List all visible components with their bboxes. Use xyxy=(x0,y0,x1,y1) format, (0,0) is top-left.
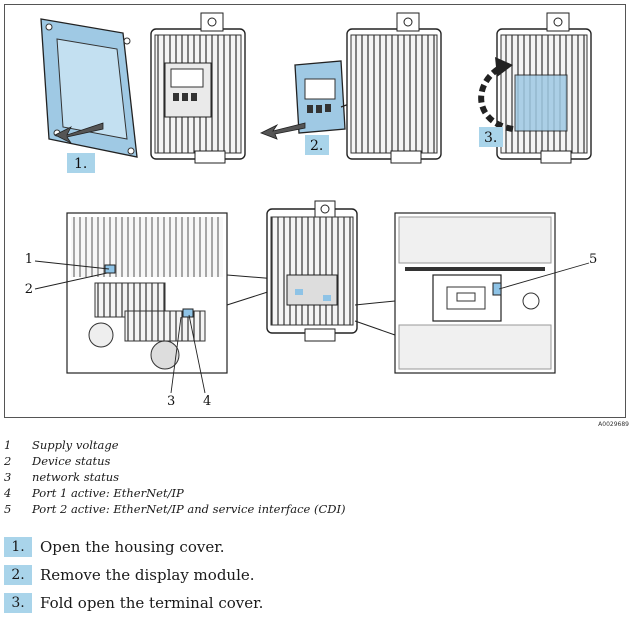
callout-3: 3 xyxy=(167,394,175,409)
remove-arrow-1 xyxy=(54,122,104,145)
step-item: 2. Remove the display module. xyxy=(4,562,263,588)
legend-item: 1 Supply voltage xyxy=(4,437,346,453)
led-detail-left xyxy=(66,212,278,374)
fold-arrow xyxy=(478,64,514,132)
step-number: 2. xyxy=(4,565,32,585)
callout-2: 2 xyxy=(25,282,33,297)
step-text: Open the housing cover. xyxy=(40,538,225,556)
legend-num: 2 xyxy=(4,454,12,468)
legend-num: 1 xyxy=(4,438,12,452)
step1-label: 1. xyxy=(74,156,87,172)
legend-item: 5 Port 2 active: EtherNet/IP and service… xyxy=(4,501,346,517)
led-network-status xyxy=(182,308,194,318)
callout-1: 1 xyxy=(25,252,33,267)
legend: 1 Supply voltage 2 Device status 3 netwo… xyxy=(4,437,346,517)
legend-num: 3 xyxy=(4,470,12,484)
step-list: 1. Open the housing cover. 2. Remove the… xyxy=(4,534,263,618)
led-port2-active xyxy=(492,282,502,296)
legend-text: Port 1 active: EtherNet/IP xyxy=(32,486,184,500)
figure-id: A0029689 xyxy=(598,421,629,428)
step1-scene: 1. xyxy=(40,12,246,173)
remove-arrow-2 xyxy=(260,122,306,140)
legend-text: Device status xyxy=(32,454,111,468)
legend-text: network status xyxy=(32,470,120,484)
step-number: 3. xyxy=(4,593,32,613)
legend-item: 3 network status xyxy=(4,469,346,485)
step2-label: 2. xyxy=(310,138,323,154)
step2-scene: 2. xyxy=(260,12,442,164)
step3-scene: 3. xyxy=(478,12,592,164)
legend-item: 4 Port 1 active: EtherNet/IP xyxy=(4,485,346,501)
step2-badge xyxy=(305,135,329,155)
step3-badge xyxy=(479,127,503,147)
step-item: 3. Fold open the terminal cover. xyxy=(4,590,263,616)
figure-drawing: 1. 2. 3. xyxy=(25,12,597,409)
housing-detail-center xyxy=(266,200,396,342)
step-number: 1. xyxy=(4,537,32,557)
callout-4: 4 xyxy=(203,394,211,409)
legend-text: Port 2 active: EtherNet/IP and service i… xyxy=(32,502,346,516)
cover-window xyxy=(56,38,128,140)
step1-badge xyxy=(67,153,95,173)
terminal-cover xyxy=(514,74,568,132)
step-text: Fold open the terminal cover. xyxy=(40,594,264,612)
instruction-figure: 1. 2. 3. xyxy=(4,4,626,418)
legend-text: Supply voltage xyxy=(32,438,119,452)
step-item: 1. Open the housing cover. xyxy=(4,534,263,560)
step3-label: 3. xyxy=(484,130,497,146)
legend-num: 5 xyxy=(4,502,12,516)
callout-leaders xyxy=(34,260,590,394)
step-text: Remove the display module. xyxy=(40,566,255,584)
port-detail-right xyxy=(394,212,556,374)
legend-num: 4 xyxy=(4,486,12,500)
legend-item: 2 Device status xyxy=(4,453,346,469)
callout-5: 5 xyxy=(589,252,597,267)
